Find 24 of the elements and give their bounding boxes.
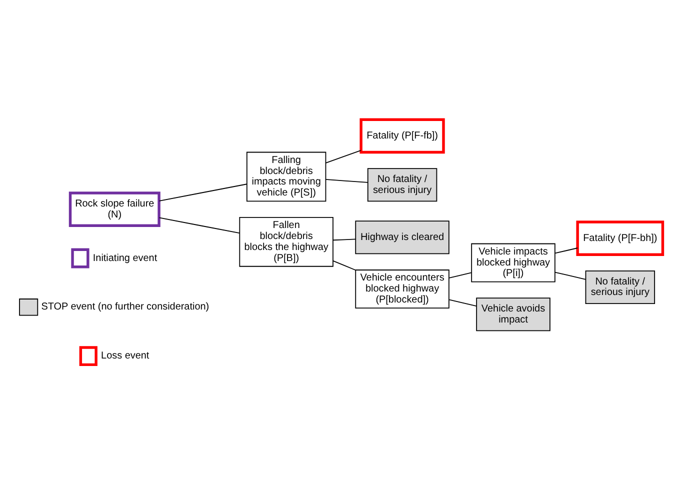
legend-label: STOP event (no further consideration) (41, 302, 210, 313)
node-box: Fatality (P[F-bh]) (576, 220, 664, 256)
legend-label: Initiating event (92, 252, 158, 264)
connector (448, 272, 472, 278)
node-box: Highway is cleared (355, 220, 450, 254)
node-box: No fatality / serious injury (367, 168, 438, 202)
connector (325, 150, 362, 164)
node-box: No fatality / serious injury (585, 270, 656, 304)
node-box: Falling block/debris impacts moving vehicle (P[S]) (246, 152, 326, 202)
connector (332, 238, 356, 241)
connector (325, 179, 368, 183)
legend-label: Loss event (101, 350, 150, 362)
node-box: Fallen block/debris blocks the highway (P[B]) (239, 217, 334, 267)
node-box: Fatality (P[F-fb]) (360, 118, 445, 154)
node-box: Rock slope failure (N) (68, 192, 160, 227)
connector (158, 217, 240, 234)
node-box: Vehicle encounters blocked highway (P[blocked]) (355, 270, 450, 308)
connector (554, 248, 578, 254)
node-box: Vehicle impacts blocked highway (P[i]) (471, 243, 556, 282)
connector (158, 184, 248, 202)
node-box: Vehicle avoids impact (476, 298, 550, 332)
connector (554, 272, 586, 280)
connector (448, 299, 477, 306)
connector (332, 260, 356, 271)
